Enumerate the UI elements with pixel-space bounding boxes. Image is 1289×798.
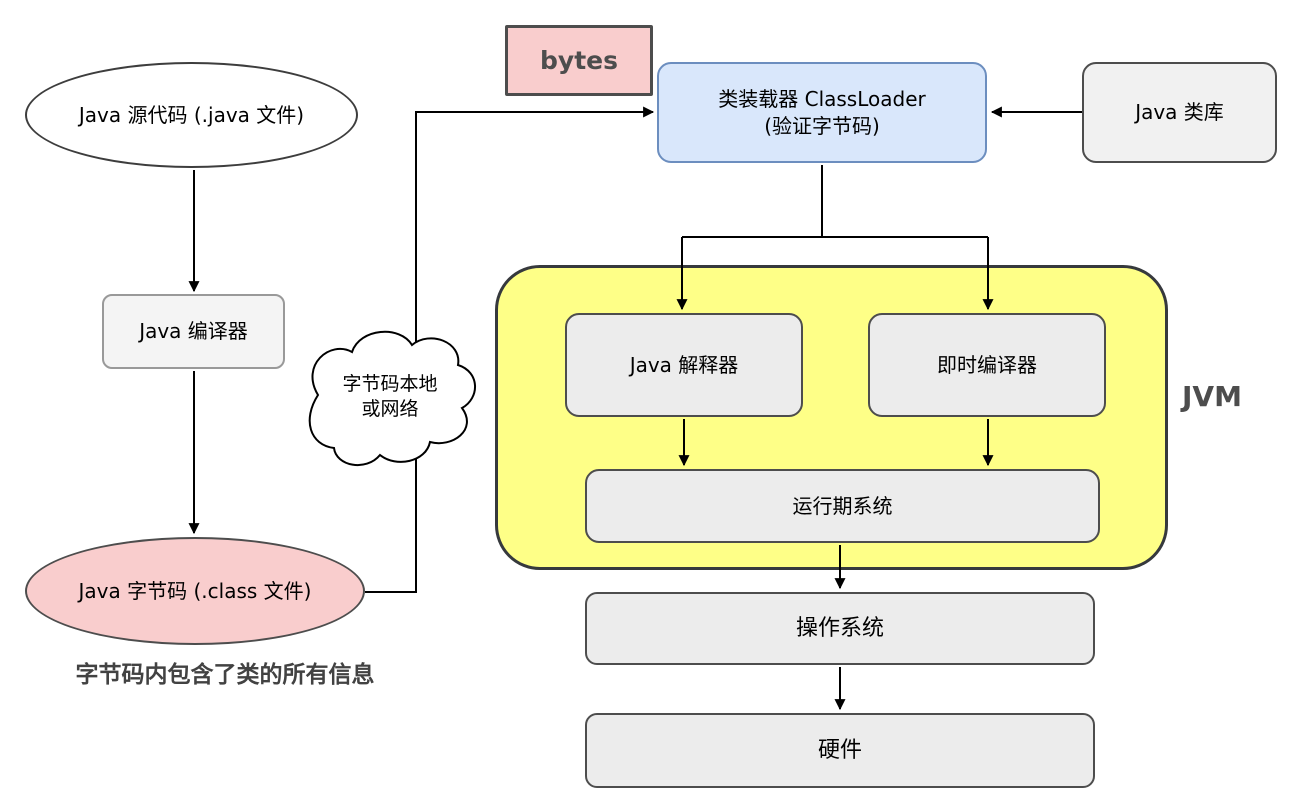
bytes-box: bytes — [505, 25, 653, 96]
source-code-ellipse: Java 源代码 (.java 文件) — [25, 62, 358, 168]
operating-system-box: 操作系统 — [585, 592, 1095, 665]
java-classlib-label: Java 类库 — [1135, 100, 1224, 124]
cloud-label-line2: 或网络 — [361, 398, 419, 420]
bytecode-ellipse: Java 字节码 (.class 文件) — [25, 537, 365, 645]
operating-system-label: 操作系统 — [795, 615, 884, 641]
jit-compiler-label: 即时编译器 — [937, 352, 1037, 377]
classloader-label: 类装载器 ClassLoader (验证字节码) — [718, 86, 925, 140]
cloud-label: 字节码本地 或网络 — [330, 372, 450, 422]
runtime-system-label: 运行期系统 — [792, 493, 893, 518]
interpreter-box: Java 解释器 — [565, 313, 803, 417]
runtime-system-box: 运行期系统 — [585, 469, 1100, 543]
hardware-label: 硬件 — [817, 737, 862, 763]
bytes-label: bytes — [540, 46, 618, 75]
classloader-box: 类装载器 ClassLoader (验证字节码) — [657, 62, 987, 163]
java-compiler-label: Java 编译器 — [139, 319, 248, 343]
cloud-label-line1: 字节码本地 — [342, 373, 438, 395]
jvm-label: JVM — [1182, 380, 1242, 413]
classloader-subtitle: (验证字节码) — [764, 113, 880, 138]
interpreter-label: Java 解释器 — [629, 352, 739, 377]
java-compiler-box: Java 编译器 — [102, 294, 285, 369]
bytecode-caption: 字节码内包含了类的所有信息 — [75, 662, 375, 688]
classloader-title: 类装载器 ClassLoader — [718, 86, 926, 111]
hardware-box: 硬件 — [585, 713, 1095, 788]
source-code-label: Java 源代码 (.java 文件) — [78, 102, 305, 127]
jit-compiler-box: 即时编译器 — [868, 313, 1106, 417]
bytecode-label: Java 字节码 (.class 文件) — [78, 578, 312, 603]
java-classlib-box: Java 类库 — [1082, 62, 1277, 163]
